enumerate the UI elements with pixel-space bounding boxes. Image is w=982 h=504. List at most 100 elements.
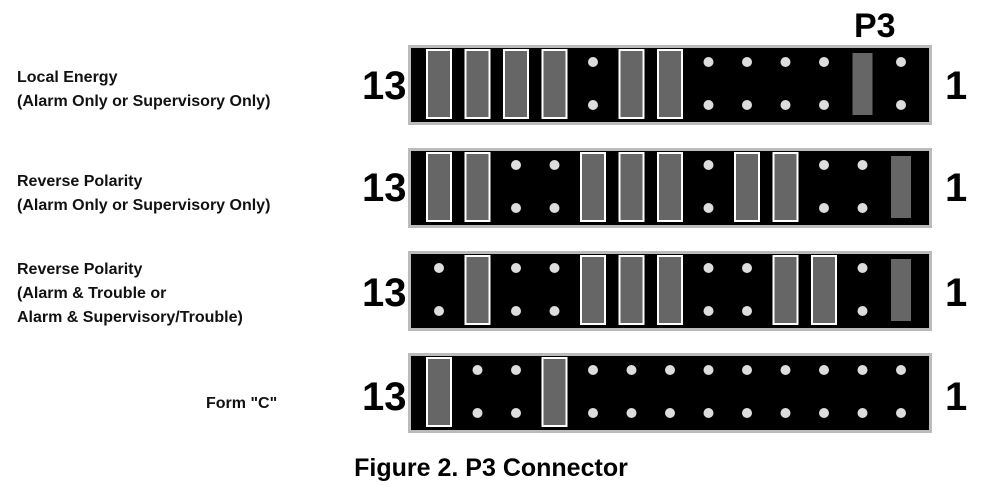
- pin-dot: [780, 57, 791, 67]
- pin-dot: [588, 57, 598, 67]
- pin-dot: [434, 306, 444, 316]
- pin-dot: [511, 263, 521, 273]
- pin-dot: [819, 365, 829, 375]
- figure-caption: Figure 2. P3 Connector: [354, 454, 628, 482]
- pin-dot: [742, 263, 752, 273]
- jumper-shunt: [618, 49, 645, 119]
- pin-dot: [626, 365, 637, 375]
- row-label: Local Energy (Alarm Only or Supervisory …: [17, 66, 270, 114]
- pin-dot: [896, 57, 906, 67]
- row-label: Form "C": [206, 392, 277, 416]
- row-label: Reverse Polarity (Alarm & Trouble or Ala…: [17, 258, 243, 330]
- jumper-shunt: [618, 255, 645, 325]
- jumper-shunt: [734, 152, 760, 222]
- pin-dot: [896, 100, 906, 110]
- jumper-shunt: [580, 255, 606, 325]
- pin-dot: [780, 408, 791, 418]
- pin-dot: [703, 408, 714, 418]
- pin-dot: [742, 365, 752, 375]
- pin-dot: [549, 263, 560, 273]
- jumper-shunt: [541, 49, 568, 119]
- pin-dot: [665, 408, 675, 418]
- pin-1-label: 1: [945, 271, 968, 315]
- pin-dot: [857, 160, 868, 170]
- pin-dot: [703, 57, 714, 67]
- row-label-line: Reverse Polarity: [17, 173, 143, 190]
- row-label-line: Alarm & Supervisory/Trouble): [17, 309, 243, 326]
- pin-dot: [549, 203, 560, 213]
- pin-dot: [703, 263, 714, 273]
- pin-dot: [511, 160, 521, 170]
- pin-13-label: 13: [362, 375, 407, 419]
- pin-dot: [857, 365, 868, 375]
- jumper-shunt: [891, 156, 911, 218]
- row-label-line: Reverse Polarity: [17, 261, 143, 278]
- pin-dot: [819, 203, 829, 213]
- jumper-shunt: [580, 152, 606, 222]
- connector-board: [408, 353, 932, 433]
- pin-dot: [588, 365, 598, 375]
- row-label-line: (Alarm & Trouble or: [17, 285, 167, 302]
- pin-dot: [472, 365, 483, 375]
- jumper-shunt: [657, 49, 683, 119]
- jumper-shunt: [852, 53, 873, 115]
- jumper-shunt: [618, 152, 645, 222]
- row-label-line: Local Energy: [17, 69, 118, 86]
- pin-dot: [857, 408, 868, 418]
- jumper-shunt: [811, 255, 837, 325]
- pin-dot: [703, 365, 714, 375]
- pin-dot: [819, 408, 829, 418]
- pin-dot: [626, 408, 637, 418]
- row-label-line: (Alarm Only or Supervisory Only): [17, 93, 271, 110]
- pin-dot: [896, 365, 906, 375]
- row-label-line: (Alarm Only or Supervisory Only): [17, 197, 271, 214]
- jumper-shunt: [772, 152, 799, 222]
- pin-dot: [511, 306, 521, 316]
- pin-1-label: 1: [945, 166, 968, 210]
- pin-dot: [742, 57, 752, 67]
- pin-dot: [511, 365, 521, 375]
- pin-dot: [819, 100, 829, 110]
- pin-dot: [742, 306, 752, 316]
- jumper-shunt: [657, 255, 683, 325]
- jumper-shunt: [772, 255, 799, 325]
- jumper-shunt: [464, 255, 491, 325]
- pin-dot: [472, 408, 483, 418]
- connector-board: [408, 251, 932, 331]
- pin-1-label: 1: [945, 64, 968, 108]
- pin-dot: [780, 365, 791, 375]
- pin-1-label: 1: [945, 375, 968, 419]
- pin-dot: [742, 408, 752, 418]
- row-label-line: Form "C": [206, 395, 278, 412]
- pin-dot: [703, 203, 714, 213]
- jumper-shunt: [426, 357, 452, 427]
- pin-dot: [742, 100, 752, 110]
- pin-dot: [703, 160, 714, 170]
- connector-board: [408, 45, 932, 125]
- jumper-shunt: [464, 152, 491, 222]
- pin-dot: [896, 408, 906, 418]
- pin-13-label: 13: [362, 64, 407, 108]
- connector-board: [408, 148, 932, 228]
- connector-label: P3: [854, 7, 896, 45]
- pin-13-label: 13: [362, 166, 407, 210]
- pin-dot: [588, 408, 598, 418]
- pin-dot: [549, 306, 560, 316]
- pin-dot: [511, 203, 521, 213]
- pin-dot: [857, 203, 868, 213]
- pin-dot: [588, 100, 598, 110]
- jumper-shunt: [426, 49, 452, 119]
- pin-dot: [549, 160, 560, 170]
- pin-dot: [819, 160, 829, 170]
- pin-13-label: 13: [362, 271, 407, 315]
- pin-dot: [703, 100, 714, 110]
- jumper-shunt: [891, 259, 911, 321]
- pin-dot: [857, 263, 868, 273]
- pin-dot: [819, 57, 829, 67]
- jumper-shunt: [426, 152, 452, 222]
- pin-dot: [780, 100, 791, 110]
- jumper-shunt: [657, 152, 683, 222]
- pin-dot: [703, 306, 714, 316]
- pin-dot: [434, 263, 444, 273]
- pin-dot: [665, 365, 675, 375]
